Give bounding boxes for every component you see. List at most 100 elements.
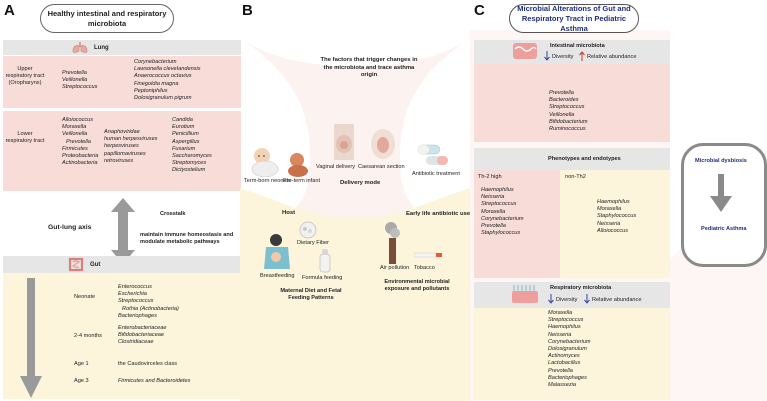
pre-term-label: Pre-term infant	[283, 178, 320, 184]
respiratory-taxa-box	[474, 308, 670, 400]
environmental-label: Environmental microbial exposure and pol…	[384, 279, 450, 293]
air-pollution-factory-icon	[385, 222, 400, 264]
age-timeline-arrow-icon	[20, 278, 42, 398]
taxon: Bifidobacterium	[549, 118, 588, 125]
respiratory-abundance: Relative abundance	[592, 297, 642, 303]
taxon: herpesviruses	[104, 143, 139, 150]
taxon: Anaphoviridae	[104, 129, 140, 135]
respiratory-tissue-icon	[512, 285, 538, 303]
taxon: Alloiococcus	[597, 227, 629, 234]
taxon: Streptococcus	[481, 201, 517, 208]
dietary-fiber-label: Dietary Fiber	[297, 240, 330, 246]
vaginal-delivery-label: Vaginal delivery	[316, 164, 356, 170]
taxon: Rothia (Actinobacteria)	[122, 305, 179, 312]
air-pollution-label: Air pollution	[380, 265, 410, 271]
dietary-fiber-icon	[299, 221, 317, 239]
taxon: Prevotella	[481, 223, 506, 230]
panel-c-letter: C	[474, 2, 485, 19]
taxon: Dolosigranulum pigrum	[134, 95, 192, 102]
taxon: Enterococcus	[118, 284, 152, 290]
gut-age-3: Age 3	[74, 378, 89, 384]
intestinal-diversity: Diversity	[552, 54, 574, 60]
phenotypes-heading: Phenotypes and endotypes	[548, 156, 621, 162]
taxon: Alloiococcus	[62, 117, 94, 123]
panel-b-title: The factors that trigger changes in the …	[320, 57, 418, 78]
taxon: Lactobacillus	[548, 360, 581, 367]
upper-respiratory-taxa-2: Corynebacterium Lawsonella cleveIandensi…	[134, 59, 201, 102]
taxon: Eurotium	[172, 124, 195, 131]
respiratory-diversity: Diversity	[556, 297, 578, 303]
taxon: Penicillium	[172, 131, 199, 138]
maternal-diet-label: Maternal Diet and Fetal Feeding Patterns	[280, 288, 342, 302]
taxon: Haemophilus	[597, 199, 630, 205]
tobacco-label: Tobacco	[414, 265, 435, 271]
taxon: Bacteroides	[549, 97, 579, 104]
crosstalk-double-arrow-icon	[111, 198, 135, 264]
taxon: Prevotella	[62, 70, 87, 76]
caesarean-label: Caesarean section	[358, 164, 405, 170]
taxon: Fusarium	[172, 145, 196, 152]
taxon: Streptococcus	[548, 317, 584, 324]
taxon: papillomaviruses	[104, 150, 146, 157]
upper-respiratory-taxa-1: Prevotella Veillonella Streptococcus	[62, 70, 97, 92]
th2-high-taxa: Haemophilus Neisseria Streptococcus Mora…	[481, 187, 524, 237]
taxon: Haemophilus	[548, 324, 581, 331]
taxon: Corynebacterium	[548, 338, 591, 345]
lower-respiratory-taxa-1: Alloiococcus Moraxella Veillonella Prevo…	[62, 117, 98, 167]
gut-age-1: Age 1	[74, 361, 89, 367]
gut-heading: Gut	[90, 262, 101, 268]
taxon: Candida	[172, 117, 193, 123]
pregnant-woman-icon	[334, 124, 354, 160]
intestinal-tissue-icon	[513, 43, 537, 59]
panel-a-title: Healthy intestinal and respiratory micro…	[40, 4, 174, 33]
taxon: Streptococcus	[549, 104, 585, 111]
pediatric-asthma-label: Pediatric Asthma	[701, 226, 747, 232]
taxon: Bifidobacteriaceae	[118, 332, 165, 339]
lower-respiratory-taxa-2: Anaphoviridae human herpesviruses herpes…	[104, 129, 157, 165]
lung-header	[3, 40, 241, 55]
taxon: Clostridiaceae	[118, 339, 154, 346]
non-th2-box	[560, 170, 670, 278]
taxon: Escherichia	[118, 291, 147, 298]
taxon: Bacteriophages	[548, 374, 587, 381]
gut-taxa-neonate: Enterococcus Escherichia Streptococcus R…	[118, 284, 179, 320]
taxon: Malassezia	[548, 382, 576, 389]
caesarean-section-icon	[371, 129, 395, 159]
formula-bottle-icon	[319, 249, 331, 273]
pre-term-infant-icon	[288, 153, 308, 177]
taxon: Moraxella	[548, 310, 573, 316]
intestinal-taxa-list: Prevotella Bacteroides Streptococcus Vei…	[549, 90, 588, 133]
up-arrow-icon	[579, 51, 585, 61]
down-arrow-icon	[548, 294, 554, 304]
taxon: Veillonella	[62, 131, 88, 138]
lower-respiratory-label: Lower respiratory tract	[5, 131, 45, 145]
taxon: Bacteriophages	[118, 312, 157, 319]
gut-taxa-2-4-months: Enterobacteriaceae Bifidobacteriaceae Cl…	[118, 325, 167, 347]
crosstalk-label: Crosstalk	[160, 211, 186, 217]
gut-header	[3, 256, 241, 273]
breastfeeding-icon	[264, 234, 290, 269]
lung-icon	[72, 42, 88, 53]
early-antibiotic-label: Early life antibiotic use	[406, 211, 471, 217]
non-th2-label: non-Th2	[565, 174, 586, 180]
panel-c-title-text: Microbial Alterations of Gut and Respira…	[517, 3, 631, 33]
host-label: Host	[282, 210, 296, 216]
panel-a-letter: A	[4, 2, 15, 19]
gut-age-2-4-months: 2-4 months	[74, 333, 102, 339]
gut-content-box	[3, 273, 241, 399]
taxon: Veillonella	[549, 111, 575, 118]
taxon: Streptomyces	[172, 160, 207, 167]
respiratory-heading: Respiratory microbiota	[550, 285, 612, 291]
delivery-mode-label: Delivery mode	[340, 180, 381, 186]
taxon: Prevotella	[549, 90, 574, 96]
taxon: Enterobacteriaceae	[118, 325, 167, 331]
term-born-baby-icon	[251, 148, 279, 177]
down-arrow-icon	[544, 51, 550, 61]
taxon: Prevotella	[548, 367, 573, 374]
microbial-dysbiosis-label: Microbial dysbiosis	[695, 158, 747, 164]
taxon: Moraxella	[62, 124, 87, 131]
taxon: Neisseria	[548, 331, 572, 338]
taxon: Proteobacteria	[62, 153, 99, 160]
panel-c-title: Microbial Alterations of Gut and Respira…	[509, 4, 639, 33]
crosstalk-description: maintain immune homeostasis and modulate…	[140, 232, 234, 246]
